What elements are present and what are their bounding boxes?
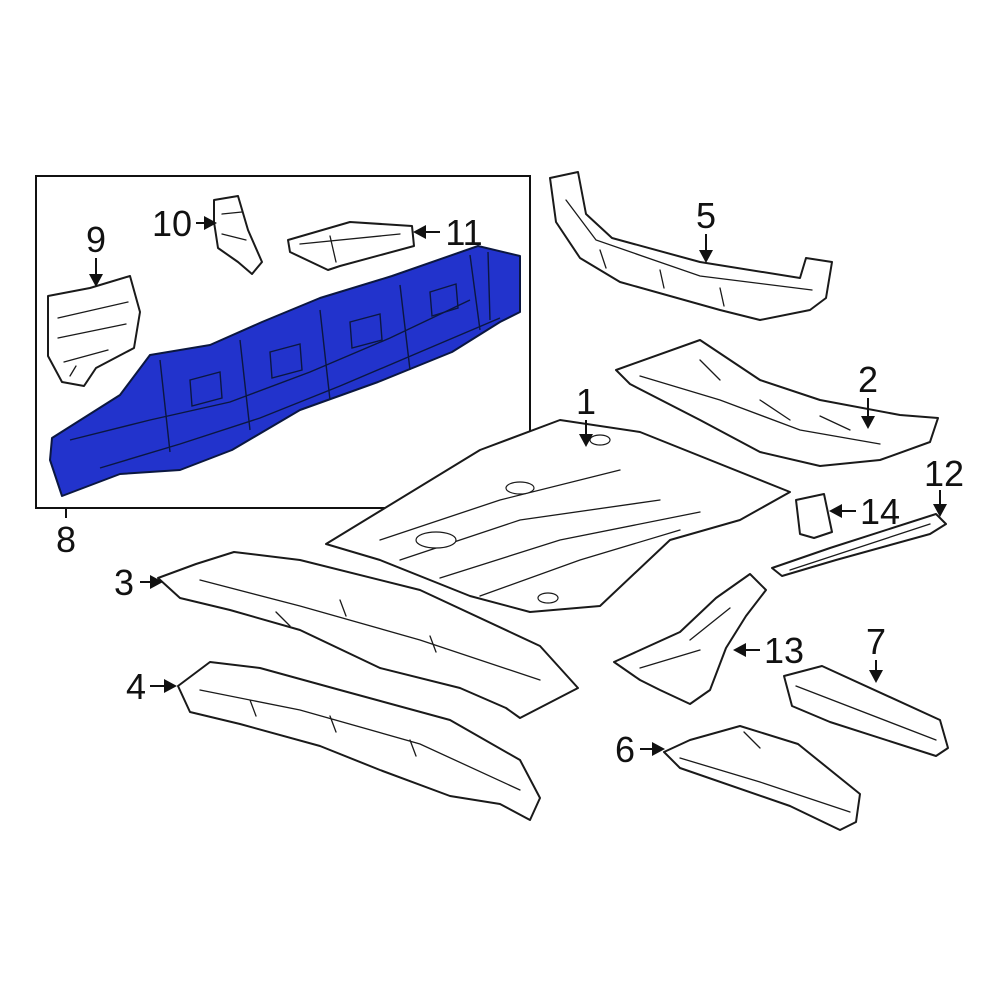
callout-13: 13 bbox=[764, 630, 804, 671]
part-5-rear-crossmember[interactable] bbox=[549, 171, 833, 321]
callout-11: 11 bbox=[445, 212, 482, 253]
callout-10: 10 bbox=[152, 203, 192, 244]
callout-4: 4 bbox=[126, 666, 146, 707]
part-3-sill[interactable] bbox=[157, 551, 579, 719]
part-14-bracket[interactable] bbox=[795, 493, 833, 539]
leaders bbox=[65, 216, 947, 756]
inset-frame bbox=[35, 175, 531, 509]
callout-1: 1 bbox=[576, 381, 596, 422]
part-2-rear-floor-pan[interactable] bbox=[615, 339, 939, 467]
callout-6: 6 bbox=[615, 729, 635, 770]
callout-8: 8 bbox=[56, 519, 76, 560]
frame-rail-ribs bbox=[69, 251, 501, 469]
callout-14: 14 bbox=[860, 491, 900, 532]
part-10-bracket[interactable] bbox=[213, 195, 263, 275]
part-7-channel[interactable] bbox=[783, 665, 949, 757]
part-13-rail[interactable] bbox=[613, 573, 767, 705]
part-1-floor-panel[interactable] bbox=[325, 419, 791, 613]
callout-7: 7 bbox=[866, 621, 886, 662]
part-6-channel[interactable] bbox=[663, 725, 861, 831]
callout-2: 2 bbox=[858, 359, 878, 400]
part-4-lower-sill[interactable] bbox=[177, 661, 541, 821]
part-9-bracket[interactable] bbox=[47, 275, 141, 387]
frame-rail-pockets bbox=[189, 283, 459, 407]
callout-3: 3 bbox=[114, 562, 134, 603]
part-11-plate[interactable] bbox=[287, 221, 415, 271]
callout-12: 12 bbox=[924, 453, 964, 494]
part-12-support[interactable] bbox=[771, 513, 947, 577]
part-8-frame-rail[interactable] bbox=[49, 245, 521, 497]
callout-9: 9 bbox=[86, 219, 106, 260]
callout-5: 5 bbox=[696, 195, 716, 236]
